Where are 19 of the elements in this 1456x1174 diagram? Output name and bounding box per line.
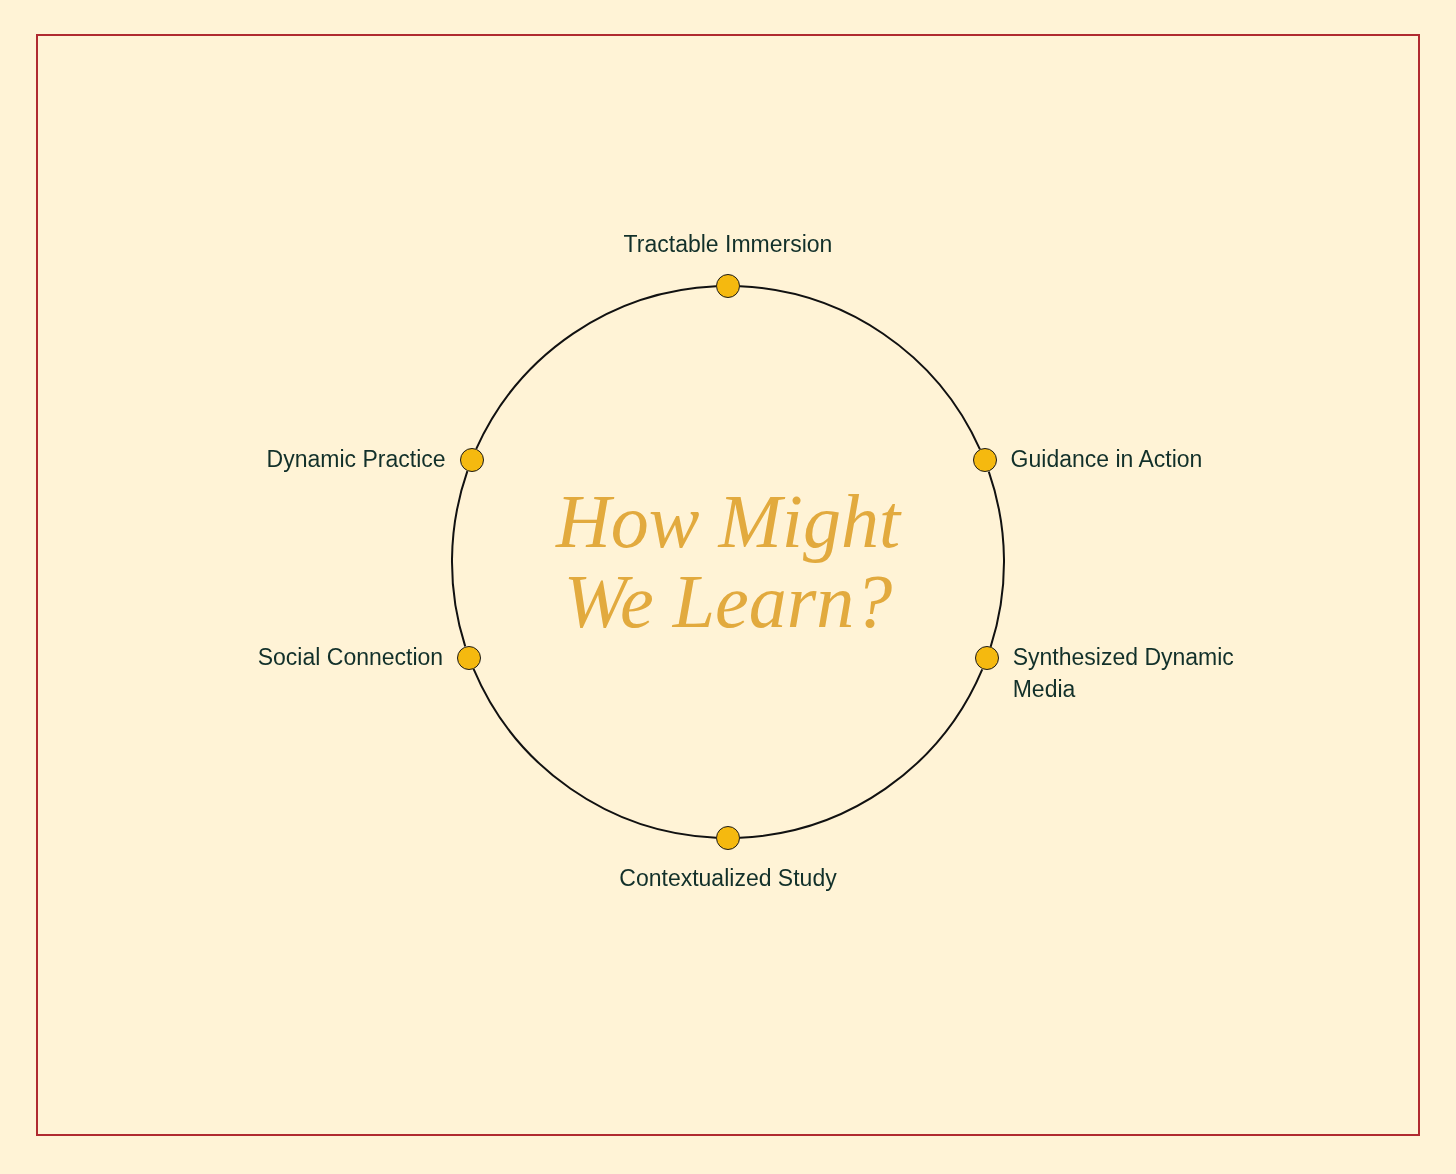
node-label: Guidance in Action (1010, 445, 1204, 475)
node-label: Tractable Immersion (622, 230, 834, 259)
node-dot (972, 448, 997, 473)
circle-arc (472, 667, 717, 839)
circle-arc (739, 668, 984, 839)
node-dot (457, 645, 482, 670)
circle-arc (475, 285, 717, 450)
node-dot (974, 646, 999, 671)
circle-arc (987, 470, 1005, 648)
node-label: Synthesized Dynamic Media (1012, 643, 1235, 705)
title: How Might We Learn? (554, 482, 903, 642)
circle-arc (451, 470, 469, 648)
node-dot (459, 447, 484, 472)
node-dot (716, 274, 740, 298)
node-label: Social Connection (256, 642, 444, 672)
node-label: Dynamic Practice (265, 444, 446, 474)
node-label: Contextualized Study (618, 864, 838, 893)
circle-arc (739, 285, 981, 451)
node-dot (716, 826, 740, 850)
